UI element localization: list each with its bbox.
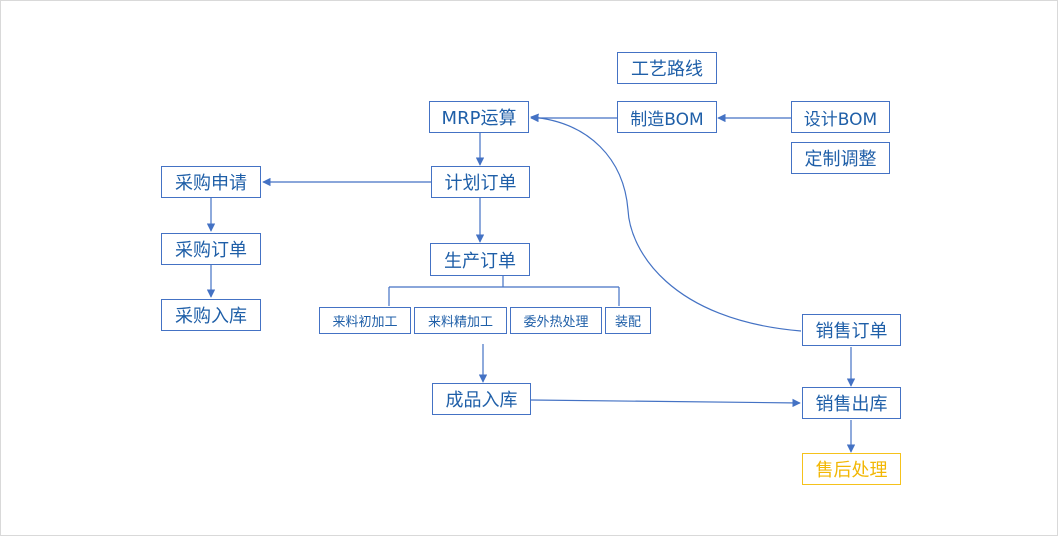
node-after-sales: 售后处理 [802, 453, 901, 485]
production-bracket [388, 276, 620, 306]
node-material-fine: 来料精加工 [414, 307, 507, 334]
node-design-bom: 设计BOM [791, 101, 890, 133]
node-sales-order: 销售订单 [802, 314, 901, 346]
edge-sales-order-to-mrp [530, 113, 802, 332]
node-custom-adjust: 定制调整 [791, 142, 890, 174]
node-process-route: 工艺路线 [617, 52, 717, 84]
node-plan-order: 计划订单 [431, 166, 530, 198]
node-material-rough: 来料初加工 [319, 307, 411, 334]
node-finished-inbound: 成品入库 [432, 383, 531, 415]
node-purchase-order: 采购订单 [161, 233, 261, 265]
node-mfg-bom: 制造BOM [617, 101, 717, 133]
node-sales-outbound: 销售出库 [802, 387, 901, 419]
node-outsource-heat: 委外热处理 [510, 307, 602, 334]
node-purchase-inbound: 采购入库 [161, 299, 261, 331]
node-assembly: 装配 [605, 307, 651, 334]
node-production-order: 生产订单 [430, 243, 530, 276]
edge-finished-inbound-to-sales-outbound [530, 398, 801, 408]
node-purchase-request: 采购申请 [161, 166, 261, 198]
node-mrp: MRP运算 [429, 101, 529, 133]
